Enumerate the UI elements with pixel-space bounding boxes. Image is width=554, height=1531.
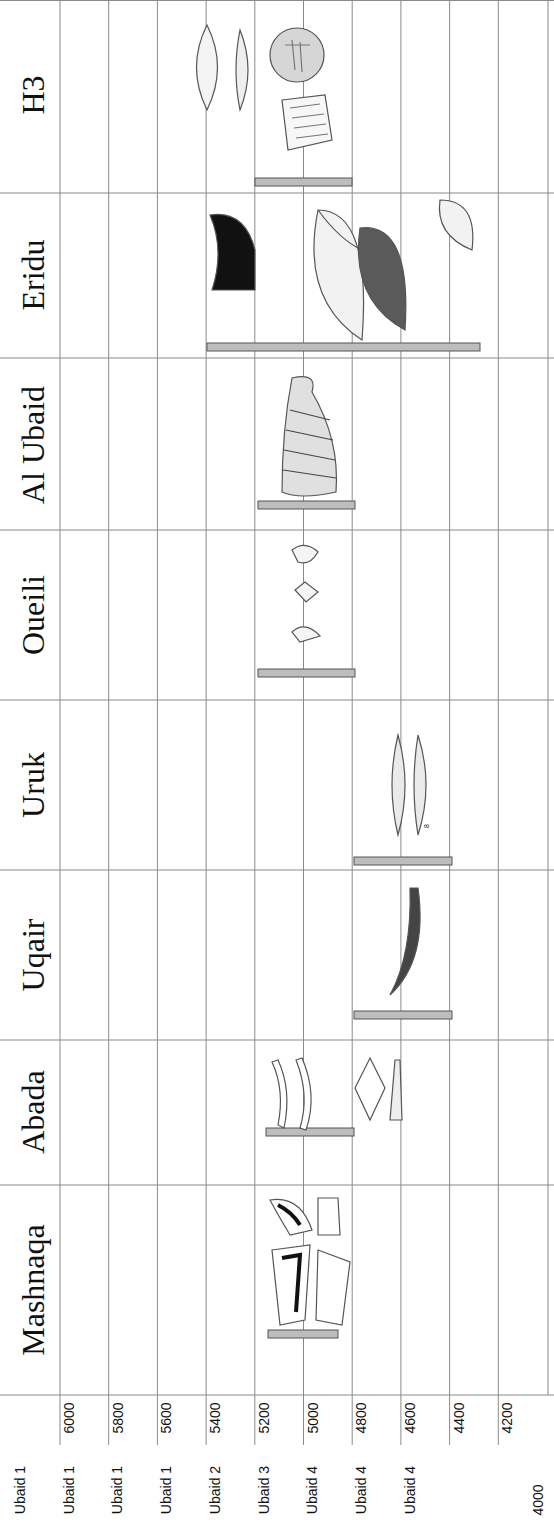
grid-lines	[0, 0, 554, 1445]
period-label: Ubaid 4	[305, 1465, 319, 1515]
year-label: 6000	[62, 1401, 76, 1434]
site-name: Eridu	[17, 239, 49, 310]
year-label: 5800	[111, 1401, 125, 1434]
site-name: Oueili	[17, 575, 49, 655]
period-label: Ubaid 1	[62, 1465, 76, 1515]
period-label: Ubaid 1	[110, 1465, 124, 1515]
year-label: 4400	[452, 1401, 466, 1434]
year-label: 4000	[531, 1483, 545, 1516]
year-label: 4200	[500, 1401, 514, 1434]
year-label: 4600	[403, 1401, 417, 1434]
figure-number: 8	[423, 824, 430, 828]
period-label: Ubaid 3	[257, 1465, 271, 1515]
date-range-bars	[207, 178, 480, 1338]
year-label: 5400	[208, 1401, 222, 1434]
period-label: Ubaid 4	[354, 1465, 368, 1515]
site-name: Uqair	[17, 919, 49, 992]
year-label: 5200	[257, 1401, 271, 1434]
site-name: Uruk	[17, 752, 49, 818]
period-label: Ubaid 2	[208, 1465, 222, 1515]
site-name: Mashnaqa	[17, 1224, 49, 1356]
site-name: Al Ubaid	[17, 386, 49, 504]
year-label: 5000	[306, 1401, 320, 1434]
period-label: Ubaid 4	[403, 1465, 417, 1515]
period-label: Ubaid 1	[13, 1465, 27, 1515]
site-name: Abada	[17, 1070, 49, 1154]
artefact-drawings	[197, 25, 473, 1325]
period-label: Ubaid 1	[159, 1465, 173, 1515]
year-label: 5600	[159, 1401, 173, 1434]
year-label: 4800	[354, 1401, 368, 1434]
site-name: H3	[17, 75, 49, 114]
